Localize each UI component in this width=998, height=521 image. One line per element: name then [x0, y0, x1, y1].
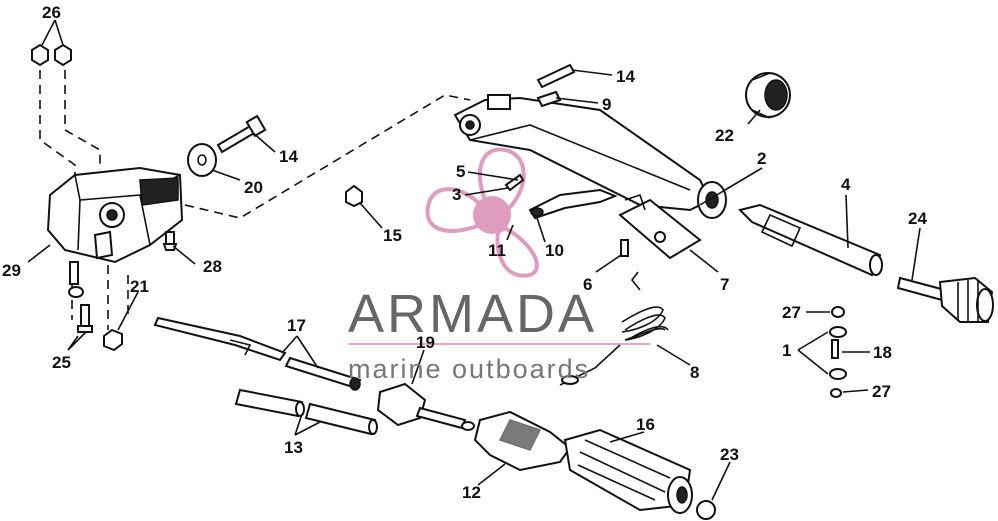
callout-2: 2 [757, 149, 766, 168]
leader-lines [27, 19, 921, 501]
callout-1: 1 [782, 341, 791, 360]
callout-4: 4 [841, 175, 851, 194]
callout-13: 13 [284, 438, 303, 457]
callout-12: 12 [462, 483, 481, 502]
callout-7: 7 [720, 275, 729, 294]
callout-27-bottom: 27 [872, 382, 891, 401]
callout-11: 11 [488, 241, 506, 260]
part-washer-20 [187, 143, 217, 177]
callout-14-left: 14 [279, 147, 298, 166]
part-bolt-14-top [536, 63, 576, 89]
part-bolt-14-left [216, 114, 267, 154]
part-throttle-shaft-24 [896, 276, 994, 323]
callout-15: 15 [383, 226, 402, 245]
part-cap-22 [745, 72, 791, 119]
callout-18: 18 [873, 343, 892, 362]
callout-16: 16 [636, 415, 655, 434]
part-spring-8 [559, 271, 669, 386]
part-screw-28 [162, 231, 178, 251]
callout-10: 10 [545, 241, 564, 260]
part-connector-19 [376, 382, 475, 431]
part-nut-15 [345, 184, 363, 208]
callout-26: 26 [42, 3, 61, 22]
callout-3: 3 [452, 185, 461, 204]
part-link-10 [528, 188, 618, 220]
callout-5: 5 [456, 162, 465, 181]
part-shaft-4 [738, 203, 883, 277]
callout-24: 24 [908, 209, 927, 228]
callout-23: 23 [720, 445, 739, 464]
part-pin-3 [504, 173, 525, 192]
armada-propeller-logo [425, 147, 539, 278]
callout-8: 8 [690, 363, 699, 382]
part-bracket-29 [46, 166, 184, 264]
callout-labels: 26 14 9 22 2 4 24 29 28 20 14 15 5 3 11 … [2, 3, 927, 502]
part-nuts-26 [31, 43, 72, 67]
part-cable-17 [153, 316, 362, 391]
callout-29: 29 [2, 261, 21, 280]
part-plate-7 [618, 193, 702, 260]
part-grip-16 [563, 428, 693, 514]
callout-14-top: 14 [616, 67, 635, 86]
watermark-brand: ARMADA [348, 284, 597, 344]
callout-25: 25 [52, 353, 71, 372]
callout-6: 6 [583, 275, 592, 294]
part-clip-9 [536, 90, 562, 108]
part-nut-21 [103, 328, 123, 352]
part-tubes-13 [234, 388, 378, 436]
part-grip-housing-12 [473, 410, 572, 472]
callout-20: 20 [244, 178, 263, 197]
callout-9: 9 [602, 95, 611, 114]
part-assembly-1 [829, 306, 847, 398]
callout-19: 19 [416, 333, 435, 352]
watermark-tagline: marine outboards [348, 354, 590, 384]
callout-22: 22 [715, 126, 734, 145]
callout-17: 17 [287, 316, 306, 335]
part-screws-25 [68, 261, 93, 333]
callout-28: 28 [203, 257, 222, 276]
part-screw-6 [620, 239, 629, 257]
callout-21: 21 [130, 277, 149, 296]
callout-27-top: 27 [782, 303, 801, 322]
part-cap-23 [696, 500, 716, 520]
